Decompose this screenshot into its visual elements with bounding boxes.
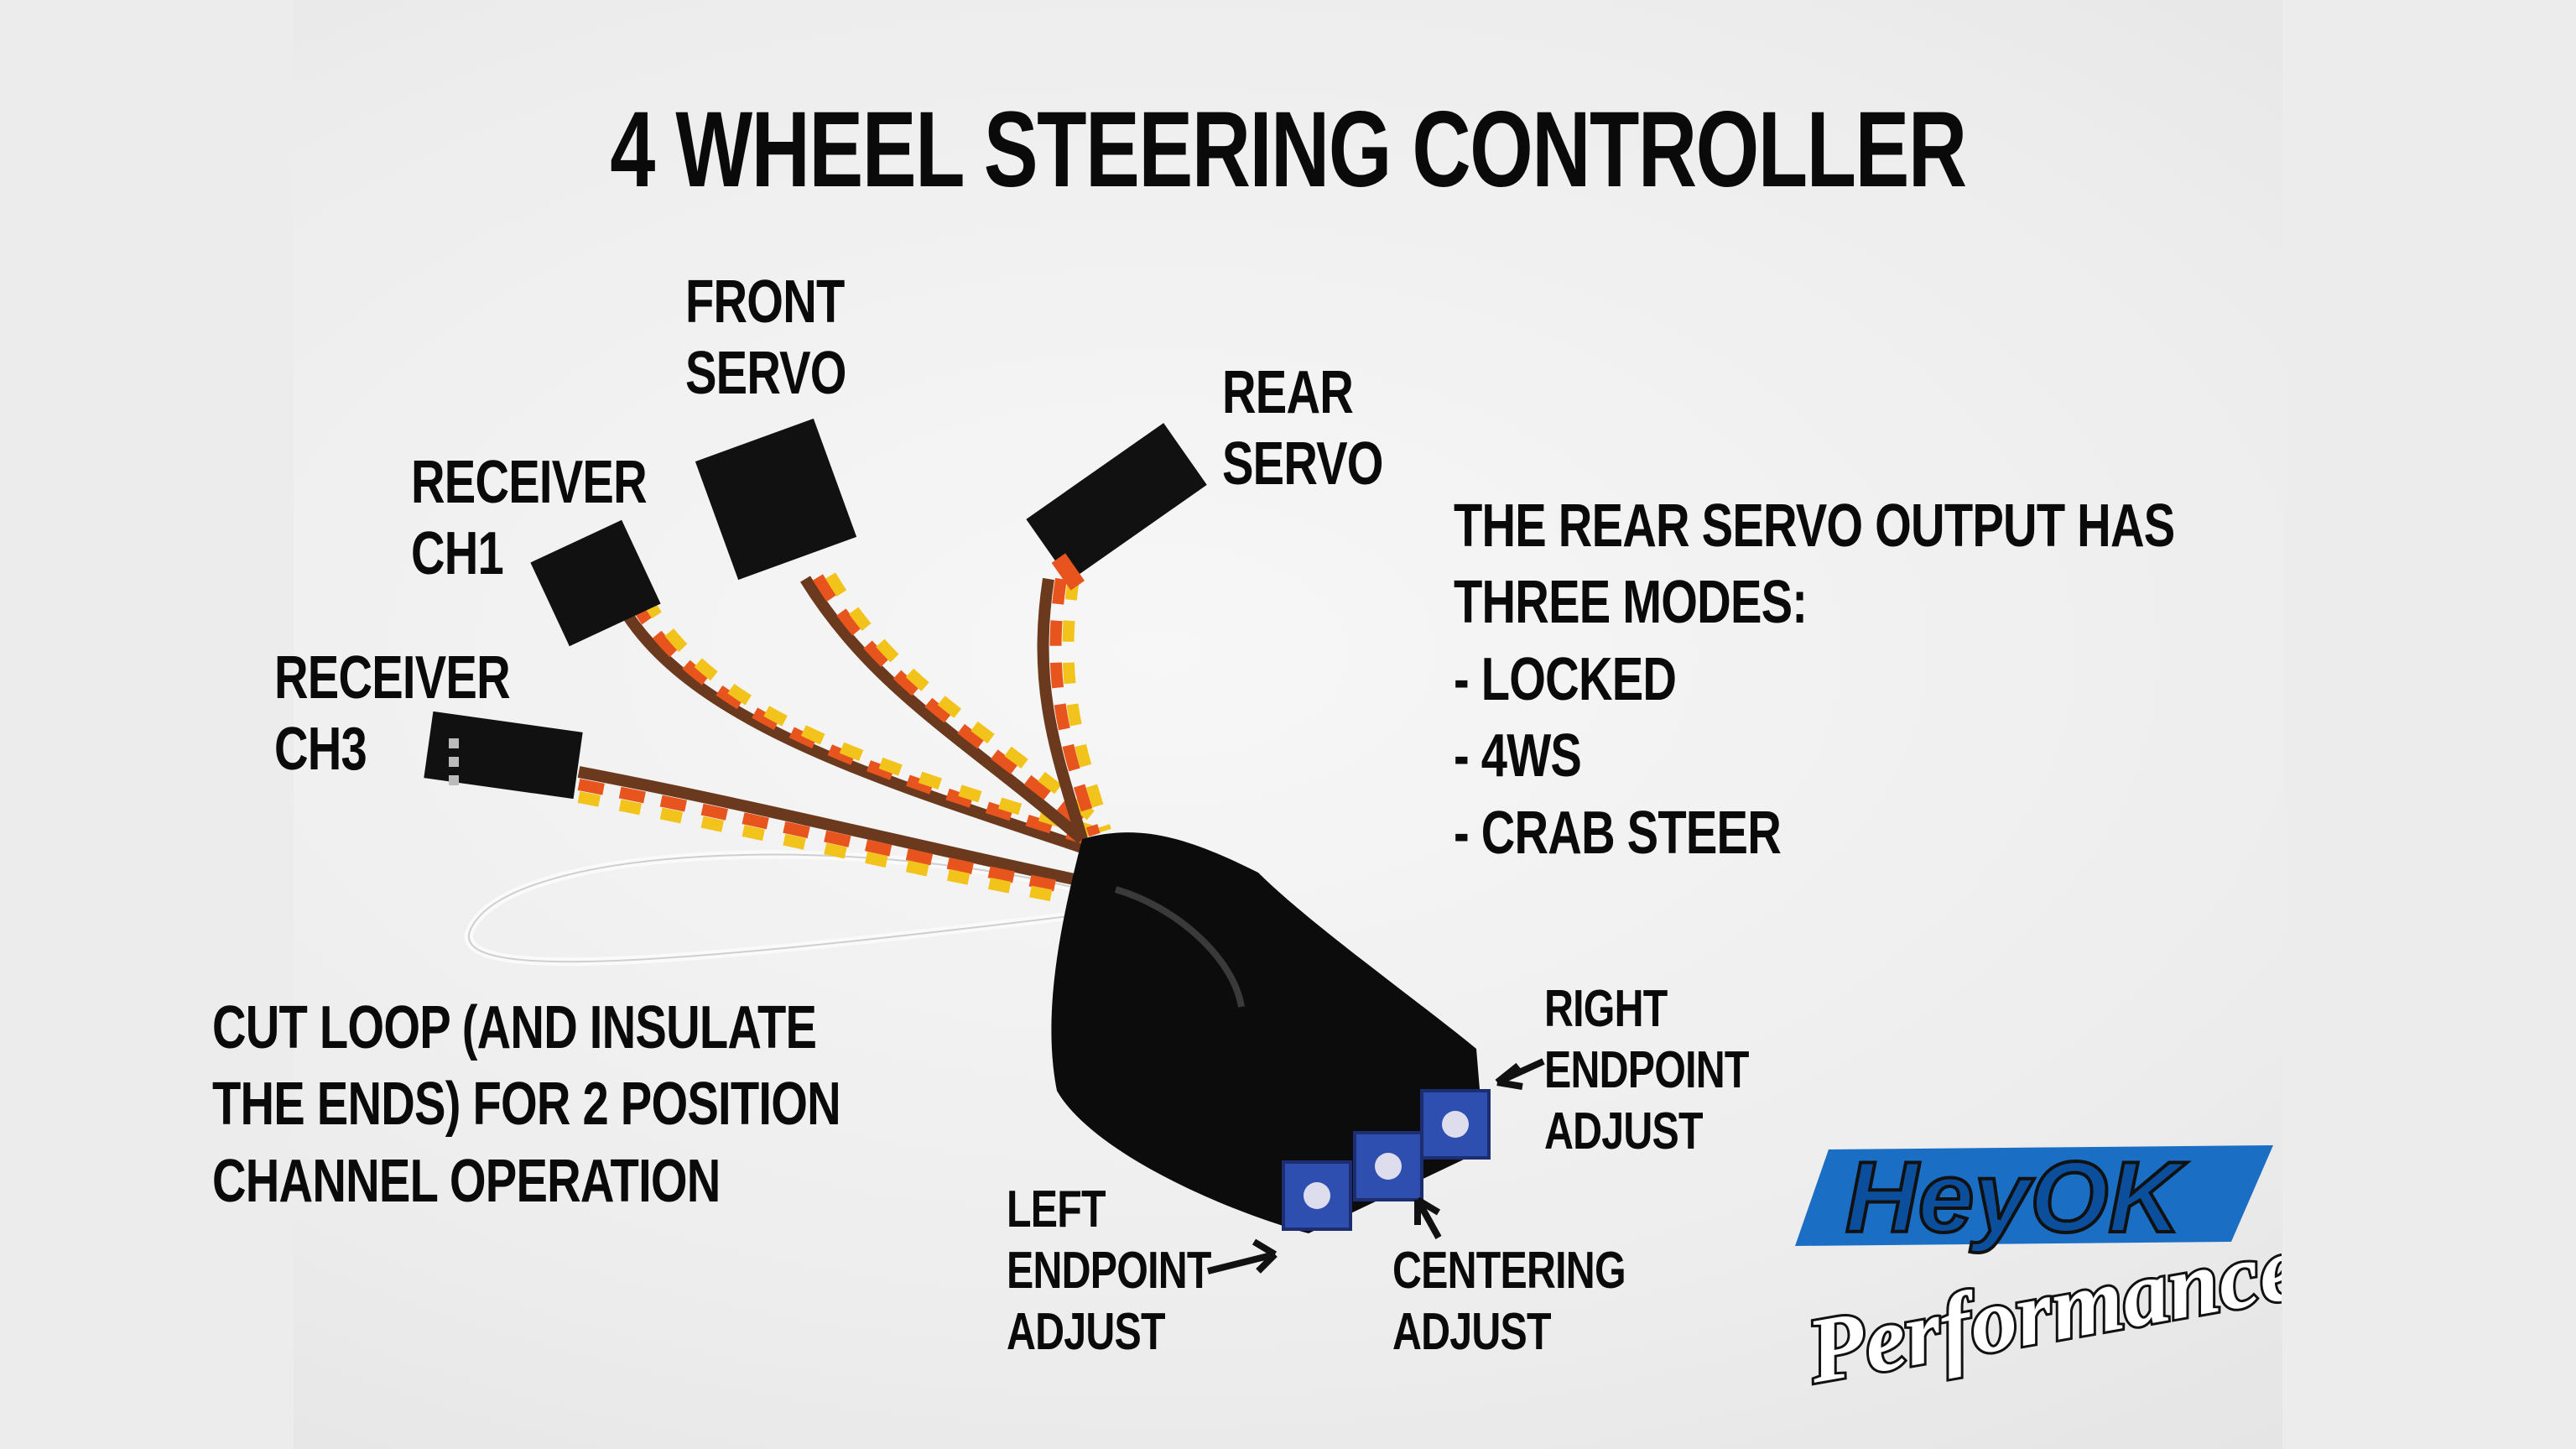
label-line: SERVO xyxy=(685,339,846,407)
connector-receiver-ch1 xyxy=(530,519,661,647)
wire-rear-servo xyxy=(1037,577,1111,842)
label-line: CHANNEL OPERATION xyxy=(212,1147,721,1215)
label-line: REAR xyxy=(1222,359,1354,426)
wire-front-servo xyxy=(800,572,1103,844)
arrow-icon xyxy=(1207,1058,1545,1274)
label-line: - CRAB STEER xyxy=(1454,799,1782,867)
label-line: SERVO xyxy=(1222,430,1383,498)
label-line: ADJUST xyxy=(1392,1303,1552,1362)
background-right xyxy=(2282,0,2576,1449)
label-line: RECEIVER xyxy=(411,449,648,516)
label-line: THE ENDS) FOR 2 POSITION xyxy=(212,1071,841,1139)
label-line: RECEIVER xyxy=(274,644,511,711)
label-line: LEFT xyxy=(1007,1181,1106,1238)
connector-front-servo xyxy=(695,418,857,581)
label-centering: CENTERING ADJUST xyxy=(1392,1240,1626,1363)
label-left-endpoint: LEFT ENDPOINT ADJUST xyxy=(1007,1179,1211,1363)
label-line: CUT LOOP (AND INSULATE xyxy=(212,994,817,1061)
connector-rear-servo xyxy=(1026,423,1207,591)
label-line: CH3 xyxy=(274,715,367,783)
label-line: ENDPOINT xyxy=(1007,1242,1211,1300)
wire-receiver-ch3 xyxy=(577,766,1084,907)
label-line: ENDPOINT xyxy=(1544,1041,1749,1100)
title-text: 4 WHEEL STEERING CONTROLLER xyxy=(610,90,1967,210)
label-line: FRONT xyxy=(685,268,845,336)
pot-centering xyxy=(1353,1131,1423,1201)
connector-receiver-ch3 xyxy=(424,711,583,800)
label-line: RIGHT xyxy=(1544,980,1668,1038)
label-right-endpoint: RIGHT ENDPOINT ADJUST xyxy=(1544,978,1749,1162)
page-title: 4 WHEEL STEERING CONTROLLER xyxy=(0,88,2576,211)
label-line: - LOCKED xyxy=(1454,645,1677,713)
label-cut-loop: CUT LOOP (AND INSULATE THE ENDS) FOR 2 P… xyxy=(212,990,841,1220)
pot-right-endpoint xyxy=(1420,1089,1491,1160)
label-line: - 4WS xyxy=(1454,722,1582,790)
label-modes: THE REAR SERVO OUTPUT HAS THREE MODES: -… xyxy=(1454,488,2175,872)
wire-receiver-ch1 xyxy=(615,594,1093,853)
background-left xyxy=(0,0,294,1449)
heyok-performance-logo: HeyOK Performance xyxy=(1795,1139,2282,1393)
logo-line1: HeyOK xyxy=(1845,1141,2187,1254)
pot-left-endpoint xyxy=(1282,1160,1352,1231)
label-line: ADJUST xyxy=(1544,1102,1704,1161)
logo-banner xyxy=(1795,1145,2273,1246)
label-line: THE REAR SERVO OUTPUT HAS xyxy=(1454,493,2175,560)
label-line: CENTERING xyxy=(1392,1242,1626,1300)
label-line: CH1 xyxy=(411,519,504,587)
label-line: ADJUST xyxy=(1007,1303,1166,1362)
label-line: THREE MODES: xyxy=(1454,569,1808,637)
